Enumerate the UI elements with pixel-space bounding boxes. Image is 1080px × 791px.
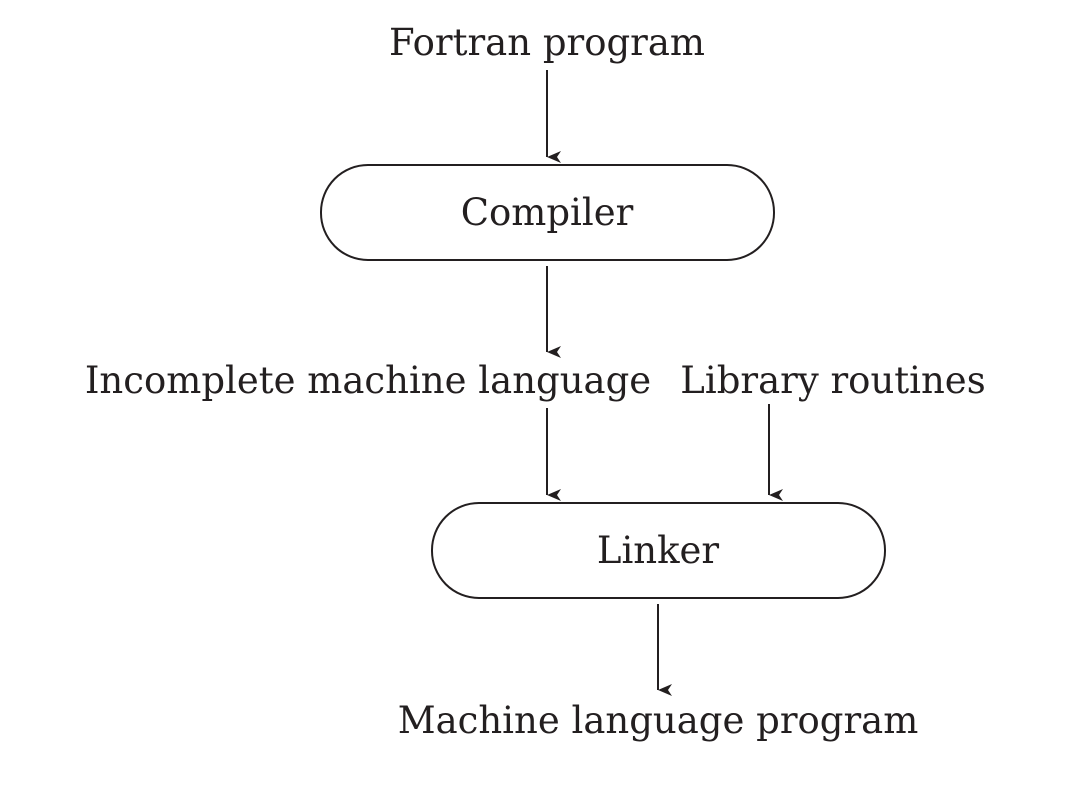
compiler-label: Compiler — [460, 191, 634, 234]
incomplete-machine-language-label: Incomplete machine language — [84, 359, 652, 402]
linker-box — [431, 502, 886, 599]
machine-language-program-label: Machine language program — [397, 699, 919, 742]
compiler-box — [320, 164, 775, 261]
linker-label: Linker — [596, 529, 720, 572]
library-routines-label: Library routines — [680, 359, 986, 402]
fortran-program-label: Fortran program — [389, 21, 705, 64]
